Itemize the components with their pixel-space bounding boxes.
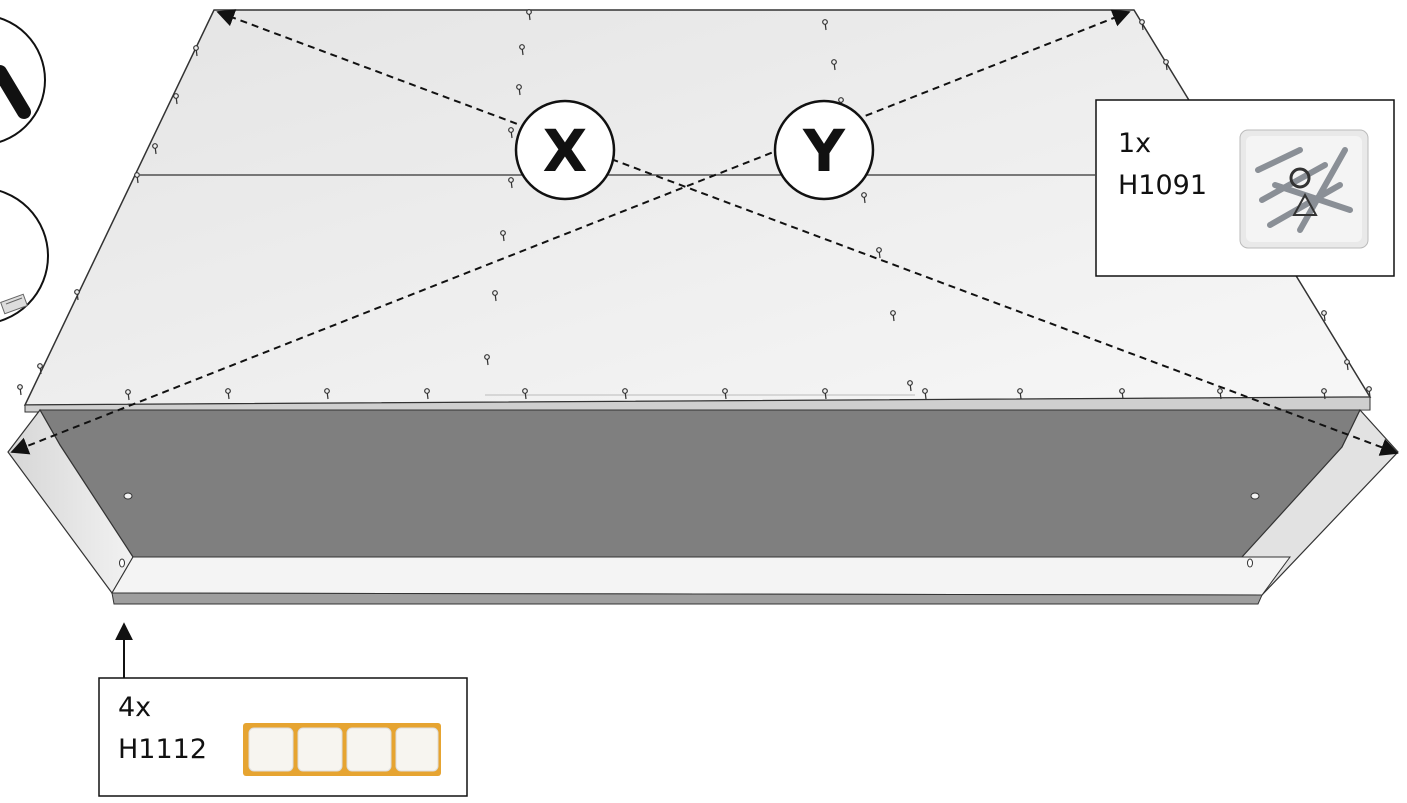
tool-circle-bottom (0, 189, 49, 323)
svg-text:Y: Y (802, 117, 846, 185)
svg-text:X: X (543, 117, 588, 185)
tool-circle-top (0, 17, 46, 143)
pin (17, 384, 23, 396)
screw-bag-icon (1239, 129, 1369, 249)
bottom-front-edge (111, 592, 1263, 605)
svg-text:H1112: H1112 (118, 734, 207, 765)
svg-text:H1091: H1091 (1118, 170, 1207, 201)
diagonal-y (10, 9, 1131, 455)
inner-back-wall (39, 409, 1361, 558)
svg-text:1x: 1x (1118, 128, 1151, 159)
callout-fixings: 1x H1091 (1095, 99, 1395, 277)
felt-pads-icon (243, 723, 441, 776)
svg-text:4x: 4x (118, 692, 151, 723)
bottom-floor (111, 556, 1291, 596)
marker-x: X (514, 99, 616, 201)
marker-y: Y (773, 99, 875, 201)
panel-assembly (7, 9, 1399, 605)
callout-felt-pads: 4x H1112 (98, 622, 468, 797)
